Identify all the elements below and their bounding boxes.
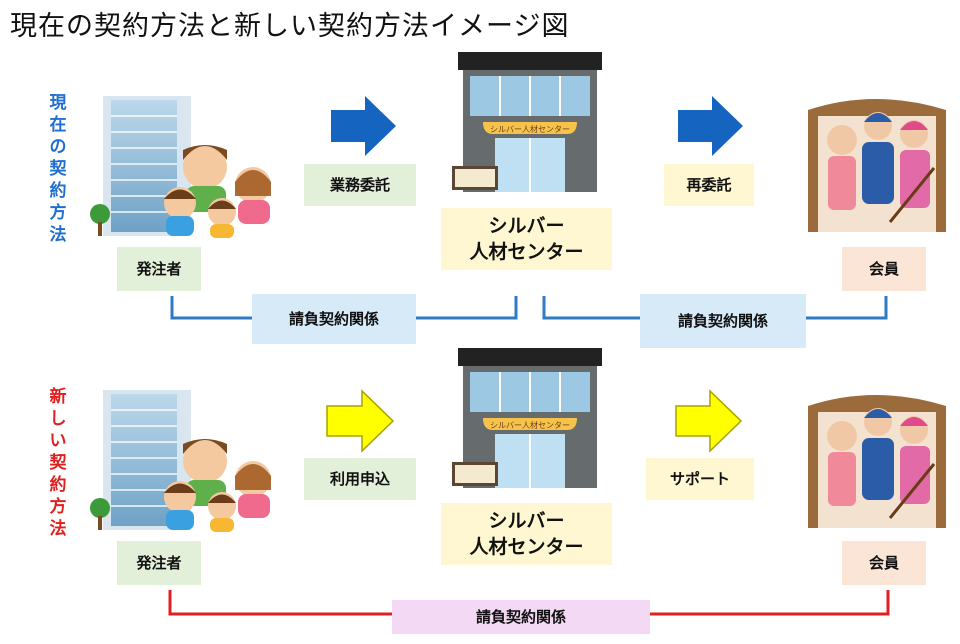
support-label: サポート [646,458,754,500]
building-sign: シルバー人材センター [490,420,570,430]
current-method-label: 現在の契約方法 [49,93,67,245]
family-icon [164,145,271,238]
building-sign: シルバー人材センター [490,124,570,134]
page-title: 現在の契約方法と新しい契約方法イメージ図 [10,11,570,42]
orderer-label: 発注者 [117,541,201,585]
arrow-right-icon [331,96,396,156]
silver-center-building-icon: シルバー人材センター [452,52,602,192]
silver-center-building-icon: シルバー人材センター [452,348,602,488]
office-building-icon [90,390,191,530]
resubcontract-label: 再委託 [664,164,754,206]
new-method-label: 新しい契約方法 [49,387,67,539]
application-label: 利用申込 [304,458,416,500]
orderer-label: 発注者 [117,247,201,291]
arrow-right-icon [326,389,395,453]
member-label: 会員 [842,541,926,585]
silver-center-label: シルバー 人材センター [441,208,612,270]
arrow-right-icon [675,389,743,453]
contract-label-right: 請負契約関係 [640,294,806,348]
family-icon [164,439,271,532]
member-label: 会員 [842,247,926,291]
office-building-icon [90,96,191,236]
elderly-members-icon [808,99,946,232]
silver-center-label: シルバー 人材センター [441,503,612,565]
elderly-members-icon [808,395,946,528]
outsourcing-label: 業務委託 [304,164,416,206]
arrow-right-icon [678,96,743,156]
contract-label: 請負契約関係 [392,600,650,634]
contract-label-left: 請負契約関係 [252,294,416,344]
